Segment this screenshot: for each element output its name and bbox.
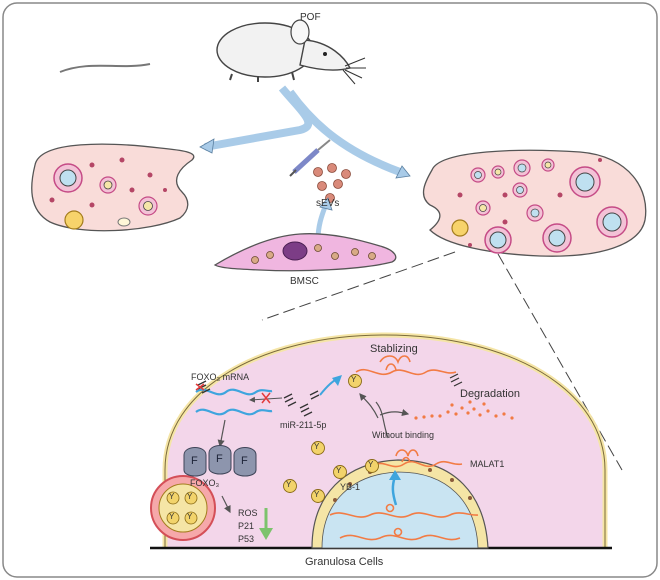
arrow-malat-split [375,401,389,439]
right-ovary-treated [422,149,647,257]
arrow-head-right [395,165,411,179]
arrow-foxo-ros [221,495,231,514]
label-stablizing: Stablizing [370,343,418,355]
yb1-letter-cell-1: Y [169,492,175,501]
stabilized-malat1 [355,355,457,376]
mouse-tail [59,63,151,73]
label-granulosa-cells: Granulosa Cells [305,556,384,568]
arrow-head-left [199,138,215,154]
inhibit-x-2 [261,392,271,404]
mouse-illustration [59,19,366,85]
export-arrow-head [389,470,401,480]
mouse-eye [323,52,327,56]
zoom-line-right [497,253,623,471]
bmsc-cell [213,233,397,272]
yb1-letter-free-4: Y [314,490,320,499]
arrow-translation [217,419,226,448]
yb1-bound [365,459,379,473]
mouse-ear [290,19,310,45]
zoom-line-left [261,251,456,321]
down-arrow-head [259,528,273,540]
label-degradation: Degradation [460,388,520,400]
label-pof: POF [300,12,321,23]
nucleus [311,459,489,549]
small-cell-yb1 [166,491,198,525]
mir-bound-malat [449,373,463,387]
granulosa-cell [150,332,612,550]
foxo-letter-1: F [191,455,198,467]
foxo-letter-2: F [216,453,223,465]
arrow-to-stab [359,393,379,419]
label-without-binding: Without binding [372,430,435,440]
cross-mark-2 [195,383,205,391]
label-bmsc: BMSC [290,276,319,287]
label-p53: P53 [238,534,255,544]
label-ros: ROS [238,508,258,518]
label-mir-211-5p: miR-211-5p [280,420,327,430]
arrow-to-degradation [379,409,410,417]
foxo3-mrna [195,388,273,416]
mir-211-5p-molecules [283,390,320,417]
arrow-to-right-ovary [286,89,402,176]
yb1-letter-cell-4: Y [187,512,193,521]
yb1-letter-stab: Y [351,375,357,384]
label-malat1: MALAT1 [470,459,505,469]
mouse-whiskers [342,57,366,85]
mouse-feet [229,71,295,82]
foxo3-proteins [183,445,257,477]
yb1-letter-cell-2: Y [187,492,193,501]
yb1-letter-cell-3: Y [169,512,175,521]
label-foxo3: FOXO₃ [190,478,220,488]
free-yb1 [283,441,347,503]
label-sevs: sEVs [316,198,340,209]
label-yb-1: YB-1 [340,482,361,492]
arrow-head-sevs [319,197,333,211]
label-foxo3-mrna: FOXO₃ mRNA [191,372,250,382]
yb1-letter-free-3: Y [286,480,292,489]
left-ovary-pof [31,143,195,232]
yb1-letter-free-2: Y [336,466,342,475]
yb1-stab [348,374,362,388]
foxo-letter-3: F [241,455,248,467]
label-p21: P21 [238,521,255,531]
arrow-mir-stab-head [332,375,342,386]
syringe-icon [289,139,331,177]
cytoplasm-malat1 [371,449,463,468]
yb1-letter-bound: Y [368,460,374,469]
malat1-nuclear-rna [329,503,479,541]
sevs-vesicles [313,163,351,203]
yb1-letter-free-1: Y [314,442,320,451]
degradation-fragments [414,400,514,420]
